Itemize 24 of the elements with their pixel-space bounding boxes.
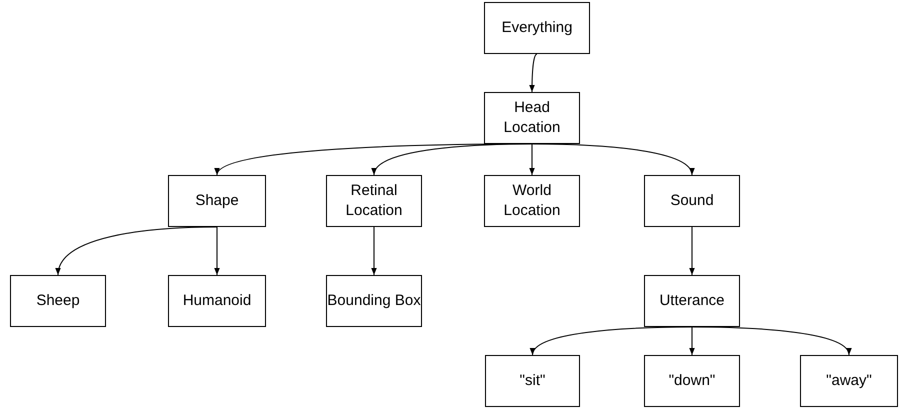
node-box: Everything (484, 2, 590, 54)
node-box: "sit" (485, 355, 580, 407)
arrow (529, 54, 538, 92)
node-box: Bounding Box (326, 275, 422, 327)
node-box: Utterance (644, 275, 740, 327)
arrow (689, 226, 695, 276)
arrow (532, 326, 692, 356)
node-box: Humanoid (168, 275, 266, 327)
node-box: Sheep (10, 275, 106, 327)
arrow (692, 326, 850, 356)
arrow (689, 326, 695, 356)
arrow (56, 226, 218, 276)
node-box: Sound (644, 175, 740, 227)
node-box: "down" (644, 355, 740, 407)
node-box: "away" (800, 355, 898, 407)
arrow (371, 226, 377, 276)
node-box: Retinal Location (326, 175, 422, 227)
arrow (373, 144, 532, 176)
arrow (529, 144, 535, 176)
node-box: Shape (168, 175, 266, 227)
node-box: Head Location (484, 92, 580, 144)
node-box: World Location (484, 175, 580, 227)
arrow (532, 144, 693, 176)
arrow (214, 226, 220, 276)
